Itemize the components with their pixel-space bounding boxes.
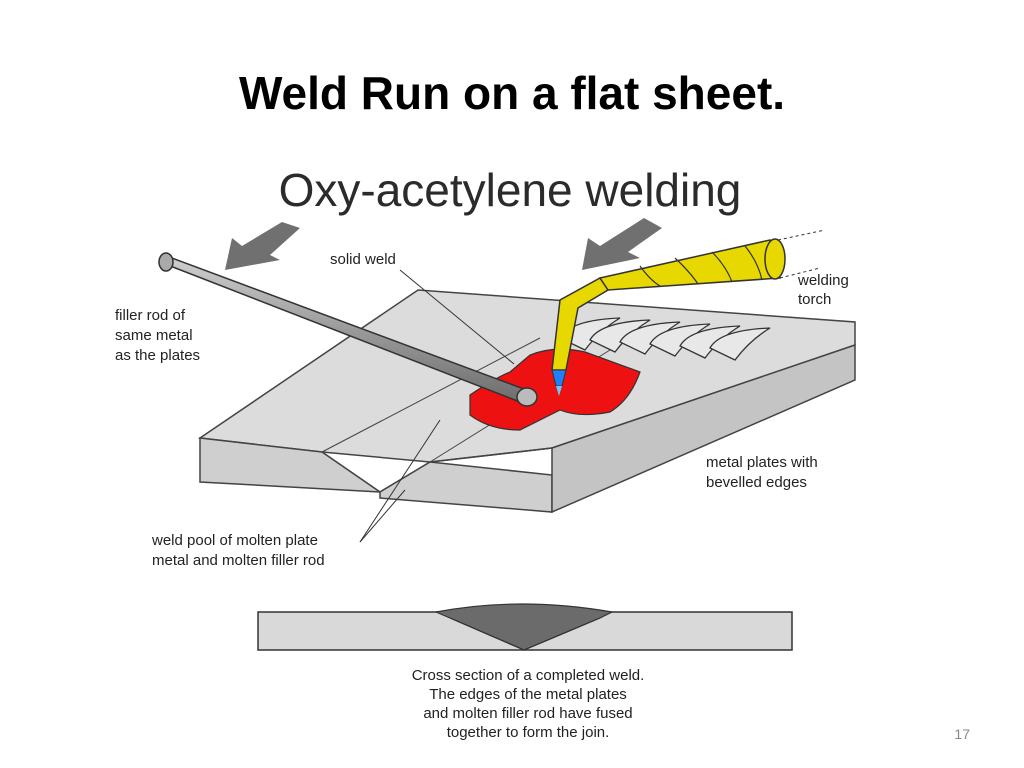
label-welding-torch-line1: welding <box>797 272 849 289</box>
label-weld-pool-line2: metal and molten filler rod <box>152 552 325 569</box>
weld-bead-ripples <box>559 317 771 361</box>
weld-pool <box>469 348 641 431</box>
arrow-right-icon <box>582 218 662 270</box>
label-solid-weld: solid weld <box>330 251 396 268</box>
leader-lines <box>359 269 515 543</box>
label-filler-rod-line2: same metal <box>115 327 193 344</box>
arrow-left-icon <box>225 222 300 270</box>
page-number: 17 <box>954 726 970 742</box>
slide-title: Weld Run on a flat sheet. <box>238 67 786 119</box>
label-filler-rod-line3: as the plates <box>115 347 200 364</box>
label-metal-plates-line2: bevelled edges <box>706 474 807 491</box>
welding-torch <box>551 229 826 396</box>
label-weld-pool-line1: weld pool of molten plate <box>151 532 318 549</box>
label-welding-torch-line2: torch <box>798 291 831 308</box>
filler-rod <box>157 252 538 407</box>
caption-line1: Cross section of a completed weld. <box>412 667 645 684</box>
caption-line2: The edges of the metal plates <box>429 686 627 703</box>
caption-line4: together to form the join. <box>447 724 610 741</box>
cross-section <box>257 603 793 651</box>
diagram-heading: Oxy-acetylene welding <box>279 164 742 216</box>
label-metal-plates-line1: metal plates with <box>706 454 818 471</box>
label-filler-rod-line1: filler rod of <box>115 307 186 324</box>
caption-line3: and molten filler rod have fused <box>423 705 632 722</box>
